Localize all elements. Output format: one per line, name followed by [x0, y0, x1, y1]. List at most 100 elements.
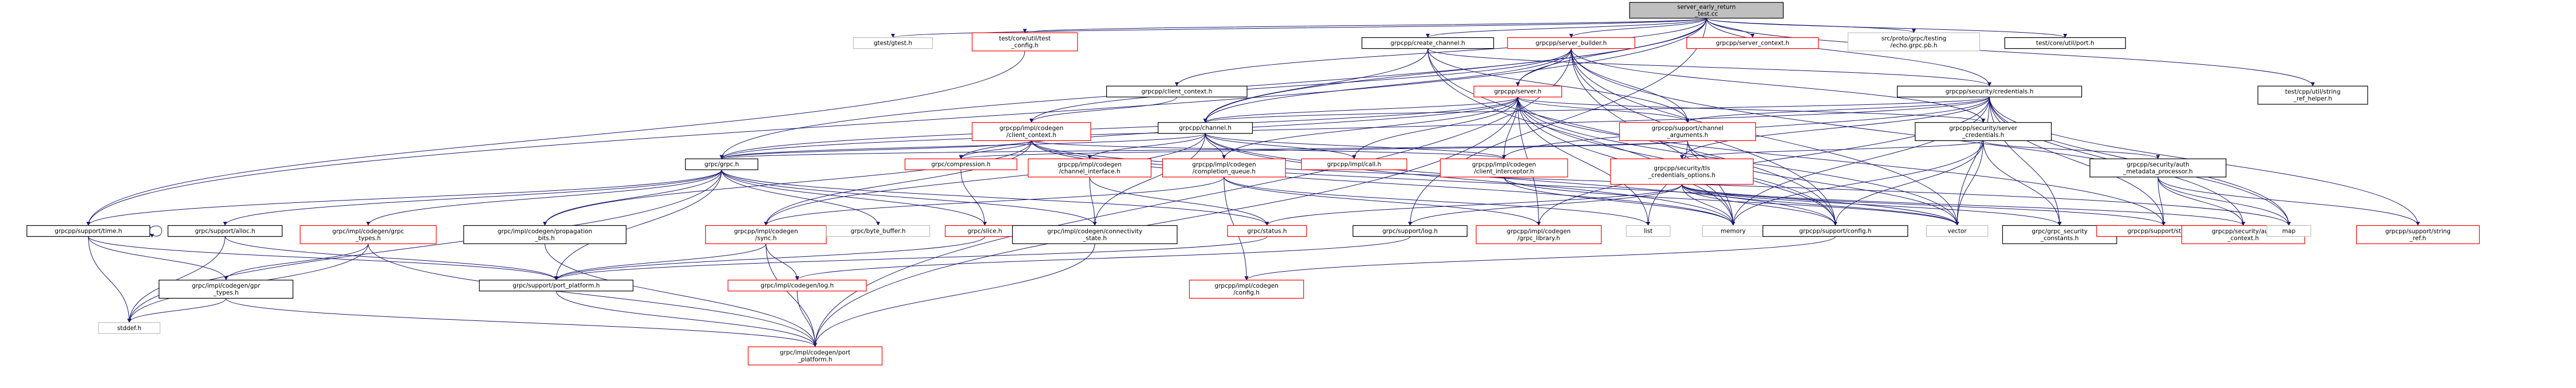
- edge-root-to-port: [1706, 18, 2068, 38]
- node-clientctxpub[interactable]: grpcpp/client_context.h: [1106, 85, 1248, 97]
- node-portplat[interactable]: grpc/support/port_platform.h: [479, 280, 634, 292]
- node-interceptor[interactable]: grpcpp/impl/codegen/client_interceptor.h: [1439, 158, 1568, 178]
- edge-server-to-grpc: [720, 97, 1518, 159]
- node-vector[interactable]: vector: [1926, 225, 1989, 237]
- node-chaniface[interactable]: grpcpp/impl/codegen/channel_interface.h: [1028, 158, 1151, 178]
- edge-server-to-codegenportplat: [813, 97, 1518, 347]
- edge-srvcred-to-config: [1833, 140, 1984, 226]
- edge-codegentypes-to-gprtypes: [224, 244, 369, 281]
- node-authmeta[interactable]: grpcpp/security/auth_metadata_processor.…: [2089, 158, 2227, 178]
- edge-codegensync-to-codegenlog: [766, 244, 799, 281]
- edge-clientctx-to-grpc: [720, 140, 1032, 159]
- node-bytebuf[interactable]: grpc/byte_buffer.h: [826, 225, 930, 237]
- node-connstate[interactable]: grpc/impl/codegen/connectivity_state.h: [1012, 225, 1178, 244]
- node-log[interactable]: grpc/support/log.h: [1352, 225, 1468, 237]
- node-codegenportplat[interactable]: grpc/impl/codegen/port_platform.h: [748, 346, 883, 366]
- node-chanargs[interactable]: grpcpp/support/channel_arguments.h: [1619, 122, 1756, 142]
- edge-chanargs-to-compression: [959, 140, 1688, 159]
- edge-compression-to-slice: [960, 170, 987, 226]
- node-box: [1476, 225, 1602, 244]
- node-label-line: _types.h: [355, 235, 381, 242]
- node-srvctx[interactable]: grpcpp/server_context.h: [1686, 37, 1819, 49]
- node-box: [727, 280, 867, 292]
- node-time[interactable]: grpcpp/support/time.h: [26, 225, 151, 237]
- node-grpclib[interactable]: grpcpp/impl/codegen/grpc_library.h: [1476, 225, 1602, 244]
- node-call[interactable]: grpcpp/impl/call.h: [1301, 158, 1407, 170]
- node-label-line: /completion_queue.h: [1193, 168, 1256, 175]
- node-label-line: /echo.grpc.pb.h: [1891, 42, 1938, 49]
- edge-authmeta-to-supstatus: [2157, 177, 2166, 226]
- edge-codegenlog-to-codegenportplat: [796, 291, 818, 347]
- node-status[interactable]: grpc/status.h: [1227, 225, 1307, 237]
- node-echo[interactable]: src/proto/grpc/testing/echo.grpc.pb.h: [1847, 32, 1981, 52]
- node-label-line: test/core/util/port.h: [2036, 40, 2094, 47]
- node-tls[interactable]: grpcpp/security/tls_credentials_options.…: [1610, 158, 1754, 185]
- node-map[interactable]: map: [2266, 225, 2311, 237]
- edge-grpc-to-alloc: [223, 170, 722, 226]
- edge-time-to-time: [149, 225, 162, 238]
- node-codegenconfig[interactable]: grpcpp/impl/codegen/config.h: [1189, 280, 1304, 299]
- edge-status-to-portplat: [554, 236, 1268, 281]
- node-box: [1028, 158, 1151, 178]
- edge-root-to-utilconfig: [1023, 18, 1707, 33]
- edge-utilconfig-to-time: [86, 50, 1025, 226]
- node-srvcred[interactable]: grpcpp/security/server_credentials.h: [1915, 122, 2052, 142]
- node-gtest[interactable]: gtest/gtest.h: [853, 37, 933, 49]
- node-gprtypes[interactable]: grpc/impl/codegen/gpr_types.h: [159, 280, 294, 299]
- node-channel[interactable]: grpcpp/channel.h: [1157, 122, 1253, 134]
- node-compression[interactable]: grpc/compression.h: [904, 158, 1017, 170]
- node-label-line: grpc/compression.h: [932, 161, 991, 168]
- node-memory[interactable]: memory: [1702, 225, 1765, 237]
- node-grpc[interactable]: grpc/grpc.h: [685, 158, 759, 170]
- node-label-line: grpc/support/alloc.h: [195, 228, 255, 235]
- node-server[interactable]: grpcpp/server.h: [1473, 85, 1563, 97]
- edge-server-to-srvcred: [1517, 96, 1986, 123]
- edge-grpc-to-slice: [721, 170, 987, 226]
- edge-channel-to-cq: [1205, 133, 1226, 159]
- edge-codegensync-to-codegenportplat: [766, 244, 818, 347]
- node-box: [2266, 225, 2311, 237]
- node-stddef[interactable]: stddef.h: [98, 322, 161, 334]
- node-builder[interactable]: grpcpp/server_builder.h: [1507, 37, 1635, 49]
- node-cq[interactable]: grpcpp/impl/codegen/completion_queue.h: [1162, 158, 1286, 178]
- node-list[interactable]: list: [1626, 225, 1671, 237]
- node-secred[interactable]: grpcpp/security/credentials.h: [1897, 85, 2082, 97]
- node-label-line: grpcpp/channel.h: [1179, 125, 1232, 132]
- node-label-line: grpcpp/security/server: [1949, 125, 2018, 132]
- node-alloc[interactable]: grpc/support/alloc.h: [167, 225, 283, 237]
- node-root[interactable]: server_early_return_test.cc: [1629, 2, 1784, 19]
- node-label-line: grpcpp/impl/codegen: [1000, 125, 1064, 132]
- node-utilconfig[interactable]: test/core/util/test_config.h: [972, 32, 1078, 52]
- node-box: [685, 158, 759, 170]
- edge-srvcred-to-authmeta: [1983, 140, 2160, 159]
- node-label-line: _ref_helper.h: [2293, 96, 2332, 103]
- node-propbits[interactable]: grpc/impl/codegen/propagation_bits.h: [463, 225, 627, 244]
- node-box: [1926, 225, 1989, 237]
- edge-clientctx-to-codegensync: [764, 140, 1032, 226]
- edge-builder-to-clientctx: [1029, 48, 1572, 123]
- node-createchan[interactable]: grpcpp/create_channel.h: [1362, 37, 1494, 49]
- node-label-line: _bits.h: [534, 235, 554, 242]
- node-label-line: test/core/util/test: [999, 35, 1051, 42]
- node-box: [1473, 85, 1563, 97]
- node-strref[interactable]: test/cpp/util/string_ref_helper.h: [2257, 85, 2368, 105]
- edge-tls-to-authctx: [1681, 184, 2246, 226]
- node-config[interactable]: grpcpp/support/config.h: [1762, 225, 1908, 237]
- node-label-line: list: [1644, 228, 1652, 235]
- node-codegenlog[interactable]: grpc/impl/codegen/log.h: [727, 280, 867, 292]
- node-box: [1301, 158, 1407, 170]
- node-label-line: grpc/impl/codegen/grpc: [332, 228, 404, 235]
- edge-tls-to-secconst: [1681, 184, 2062, 226]
- node-clientctx[interactable]: grpcpp/impl/codegen/client_context.h: [972, 122, 1091, 142]
- node-label-line: grpcpp/impl/codegen: [1058, 162, 1122, 168]
- edge-server-to-cq: [1222, 97, 1518, 159]
- edge-clientctxpub-to-clientctx: [1029, 97, 1177, 123]
- node-stringref[interactable]: grpcpp/support/string_ref.h: [2356, 225, 2480, 244]
- node-label-line: _credentials.h: [1962, 132, 2004, 139]
- node-codegensync[interactable]: grpcpp/impl/codegen/sync.h: [705, 225, 827, 244]
- node-codegentypes[interactable]: grpc/impl/codegen/grpc_types.h: [299, 225, 437, 244]
- node-label-line: grpcpp/impl/codegen: [1214, 283, 1279, 289]
- node-port[interactable]: test/core/util/port.h: [2004, 37, 2126, 49]
- edge-root-to-secred: [1706, 18, 1992, 87]
